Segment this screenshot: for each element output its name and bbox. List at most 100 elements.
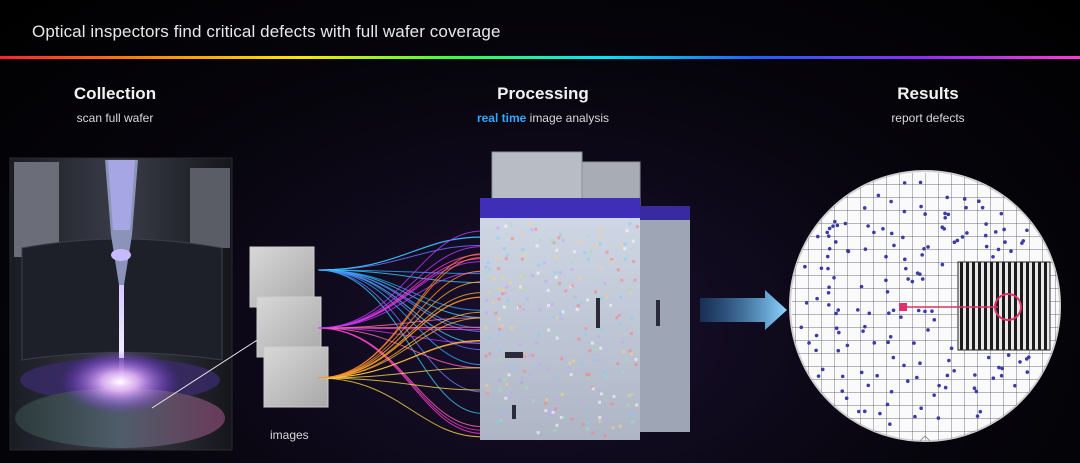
panel-pixel — [612, 394, 616, 398]
panel-pixel — [543, 261, 547, 265]
panel-pixel — [616, 268, 620, 272]
defect-dot — [820, 367, 825, 372]
defect-dot — [1002, 227, 1006, 232]
data-stream-line — [317, 377, 483, 438]
panel-pixel — [561, 310, 565, 314]
panel-pixel — [611, 426, 615, 430]
panel-pixel — [525, 297, 529, 301]
panel-pixel — [576, 304, 580, 308]
panel-pixel — [561, 238, 565, 242]
panel-pixel — [602, 370, 606, 374]
panel-pixel — [629, 332, 633, 336]
defect-dot — [834, 240, 838, 244]
data-stream-line — [317, 230, 483, 329]
panel-pixel — [564, 289, 568, 293]
defect-dot — [923, 309, 927, 314]
panel-pixel — [519, 274, 523, 278]
panel-pixel — [488, 336, 492, 340]
defect-dot — [991, 376, 996, 381]
panel-pixel — [573, 295, 577, 299]
panel-pixel — [586, 234, 590, 238]
defect-dot — [840, 374, 845, 379]
panel-pixel — [499, 419, 503, 423]
panel-pixel — [585, 427, 589, 431]
panel-pixel — [622, 335, 626, 339]
panel-pixel — [521, 248, 525, 252]
panel-pixel — [616, 362, 620, 366]
panel-pixel — [484, 431, 488, 435]
panel-pixel — [510, 366, 514, 370]
defect-dot — [863, 324, 867, 329]
panel-pixel — [598, 242, 602, 246]
defect-dot — [862, 409, 867, 414]
defect-dot — [986, 355, 991, 360]
panel-pixel — [572, 294, 576, 298]
panel-pixel — [484, 354, 488, 358]
panel-pixel — [547, 413, 551, 417]
panel-pixel — [499, 408, 503, 412]
defect-dot — [878, 411, 882, 416]
panel-pixel — [546, 367, 550, 371]
panel-pixel — [596, 294, 600, 298]
processing-heading: Processing — [497, 84, 589, 103]
defect-dot — [827, 226, 832, 231]
data-stream-line — [317, 339, 483, 379]
panel-pixel — [509, 222, 513, 226]
panel-pixel — [553, 332, 557, 336]
panel-pixel — [520, 376, 524, 380]
panel-pixel — [528, 372, 532, 376]
panel-pixel — [596, 279, 600, 283]
panel-pixel — [504, 257, 508, 261]
panel-pixel — [538, 308, 542, 312]
panel-pixel — [510, 326, 514, 330]
panel-pixel — [537, 333, 541, 337]
panel-pixel — [555, 336, 559, 340]
defect-dot — [861, 329, 865, 333]
data-stream-line — [317, 261, 483, 329]
panel-pixel — [586, 298, 590, 302]
defect-dot — [836, 348, 841, 353]
defect-dot — [910, 279, 915, 284]
panel-pixel — [486, 277, 490, 281]
panel-pixel — [505, 302, 509, 306]
panel-pixel — [546, 288, 550, 292]
panel-pixel — [558, 281, 562, 285]
panel-pixel — [555, 316, 559, 320]
defect-dot — [980, 205, 985, 210]
defect-dot — [884, 278, 888, 283]
defect-dot — [875, 373, 879, 378]
collection-header: Collection scan full wafer — [0, 84, 235, 125]
panel-pixel — [497, 297, 501, 301]
panel-pixel — [577, 337, 581, 341]
panel-pixel — [597, 359, 601, 363]
defect-dot — [855, 308, 860, 312]
panel-pixel — [572, 359, 576, 363]
defect-dot — [920, 277, 925, 281]
panel-pixel — [634, 357, 638, 361]
rainbow-divider — [0, 56, 1080, 59]
panel-pixel — [623, 247, 627, 251]
panel-pixel — [535, 341, 539, 345]
panel-pixel — [537, 263, 541, 267]
panel-pixel — [584, 408, 588, 412]
defect-dot — [888, 422, 892, 426]
panel-pixel — [610, 258, 614, 262]
panel-pixel — [560, 357, 564, 361]
wafer-map — [789, 170, 1061, 442]
panel-pixel — [552, 316, 556, 320]
defect-dot — [978, 409, 983, 414]
panel-pixel — [498, 378, 502, 382]
defect-dot — [926, 245, 930, 249]
defect-dot — [815, 296, 819, 301]
defect-dot — [866, 383, 871, 388]
panel-pixel — [484, 270, 488, 274]
defect-dot — [888, 334, 893, 339]
panel-pixel — [625, 229, 629, 233]
defect-dot — [831, 224, 835, 228]
panel-pixel — [626, 403, 630, 407]
panel-pixel — [562, 415, 566, 419]
panel-pixel — [575, 307, 579, 311]
panel-pixel — [506, 299, 510, 303]
panel-pixel — [484, 265, 488, 269]
defect-dot — [881, 226, 885, 231]
